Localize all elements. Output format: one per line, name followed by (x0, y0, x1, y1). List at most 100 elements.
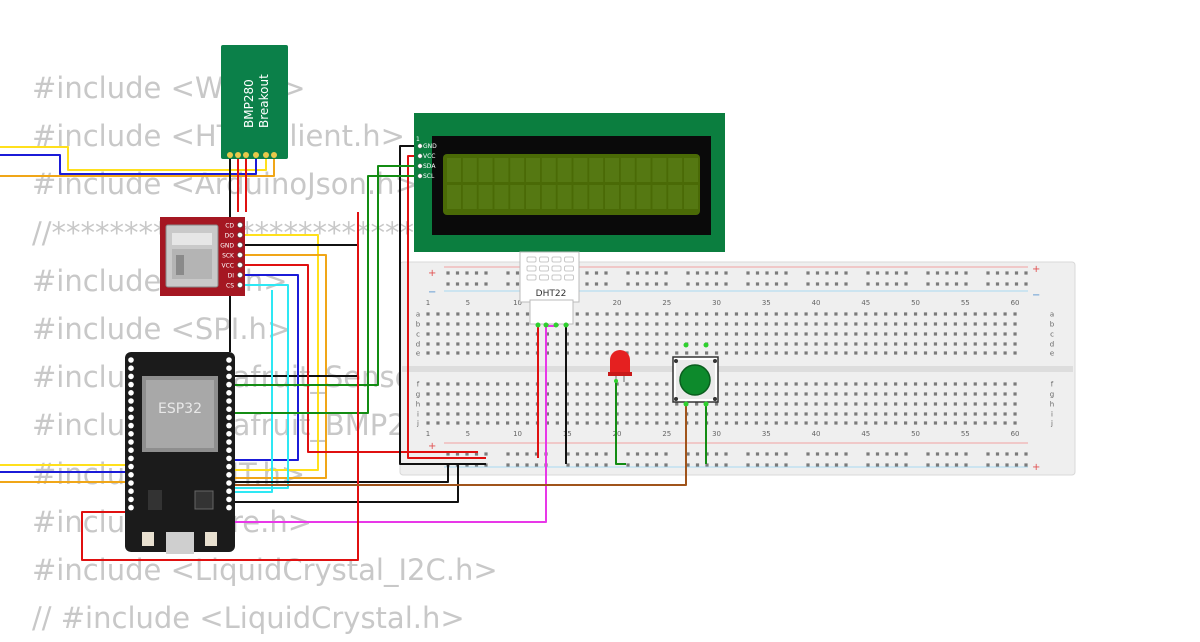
sd-pin[interactable] (237, 272, 243, 278)
lcd-pin[interactable] (417, 173, 423, 179)
breadboard-row-letter: d (1050, 341, 1054, 349)
breadboard-column-number: 45 (861, 299, 870, 307)
breadboard-column-number: 45 (861, 430, 870, 438)
esp32-pin[interactable] (128, 365, 134, 372)
breadboard-column-number: 5 (466, 299, 470, 307)
dht22-vent (539, 256, 549, 263)
lcd-pin[interactable] (417, 163, 423, 169)
wire-blue-left-top (0, 154, 257, 175)
breadboard-column-number: 60 (1011, 430, 1020, 438)
esp32-pin[interactable] (226, 463, 232, 470)
esp32-pin[interactable] (128, 406, 134, 413)
sd-pin-label: CS (226, 283, 234, 290)
plus-label-bottom-right: + (1032, 462, 1040, 473)
breadboard-column-number: 5 (466, 430, 470, 438)
dht22-vent (551, 265, 562, 272)
esp32-pin[interactable] (226, 381, 232, 388)
esp32-pins-left (128, 357, 134, 511)
esp32-pin[interactable] (128, 488, 134, 495)
esp32-pin[interactable] (226, 365, 232, 372)
breadboard-column-number: 25 (662, 430, 671, 438)
sd-pin-label: CD (225, 223, 234, 230)
breadboard-column-number: 20 (613, 299, 622, 307)
sd-pin-label: VCC (222, 263, 234, 270)
sd-pin[interactable] (237, 222, 243, 228)
esp32-pin[interactable] (128, 390, 134, 396)
lcd-cell (652, 185, 667, 209)
breadboard-column-number: 15 (563, 430, 572, 438)
esp32-pin[interactable] (226, 406, 232, 413)
esp32-pin[interactable] (226, 447, 232, 454)
wire-green-led (615, 380, 626, 465)
esp32-pin[interactable] (128, 472, 134, 478)
esp32-pin[interactable] (128, 496, 134, 503)
esp32-pin[interactable] (128, 398, 134, 404)
esp32-pin[interactable] (128, 447, 134, 454)
sd-pin[interactable] (237, 252, 243, 258)
lcd-cell (526, 158, 540, 182)
plus-label-top-right: + (1032, 264, 1040, 275)
sd-pin[interactable] (237, 242, 243, 248)
wire-black-esp-gnd-1 (232, 463, 486, 483)
plus-label-bottom-left: + (428, 441, 436, 452)
esp32-pin[interactable] (128, 455, 134, 462)
breadboard-row-letter: h (1050, 401, 1054, 409)
esp32-pin[interactable] (226, 439, 232, 445)
dht22-pins (535, 322, 569, 328)
plus-label-top-left: + (428, 268, 436, 279)
boot-button[interactable] (142, 532, 154, 546)
breadboard-column-number: 1 (426, 430, 430, 438)
breadboard-column-number: 20 (613, 430, 622, 438)
lcd-cell (447, 158, 461, 182)
wire-brown-button (232, 402, 687, 486)
sd-pin[interactable] (237, 262, 243, 268)
esp32-pin[interactable] (128, 373, 134, 380)
esp32-pin[interactable] (226, 373, 232, 380)
esp32-pin[interactable] (128, 414, 134, 421)
reset-button[interactable] (205, 532, 217, 546)
esp32-pin[interactable] (226, 504, 232, 511)
esp32-pin[interactable] (226, 357, 232, 363)
sd-pin[interactable] (237, 232, 243, 238)
esp32-pin[interactable] (128, 480, 134, 486)
esp32-pin[interactable] (226, 398, 232, 404)
wire-black-lcd-gnd (399, 145, 486, 465)
lcd-pin[interactable] (417, 143, 423, 149)
esp32-pin[interactable] (128, 381, 134, 388)
esp32-pin[interactable] (226, 422, 232, 429)
push-button[interactable] (672, 342, 719, 407)
esp32-pin[interactable] (226, 496, 232, 503)
esp32-board[interactable]: ESP32 (125, 352, 235, 554)
esp32-pin[interactable] (226, 480, 232, 486)
lcd-cell (668, 185, 683, 209)
bmp280-breakout[interactable]: BMP280 Breakout (221, 45, 288, 159)
lcd-cell (478, 185, 493, 209)
lcd-cell (589, 185, 604, 209)
esp32-pin[interactable] (226, 455, 232, 462)
esp32-pin[interactable] (128, 463, 134, 470)
esp32-pin[interactable] (128, 504, 134, 511)
esp32-pin[interactable] (128, 431, 134, 437)
dht22-sensor[interactable]: DHT22 (519, 251, 580, 328)
wire-red-esp-power (81, 212, 359, 561)
lcd-pin-label: GND (423, 143, 437, 150)
esp32-pin[interactable] (226, 390, 232, 396)
lcd-pin[interactable] (417, 153, 423, 159)
esp32-pin[interactable] (226, 488, 232, 495)
breadboard-column-number: 1 (426, 299, 430, 307)
lcd-cell (668, 158, 683, 182)
sd-pin[interactable] (237, 282, 243, 288)
esp32-pin[interactable] (128, 422, 134, 429)
red-led[interactable] (608, 350, 632, 383)
lcd-cell (636, 158, 651, 182)
esp32-pin[interactable] (226, 472, 232, 478)
esp32-pin[interactable] (226, 414, 232, 421)
lcd-cell (541, 185, 556, 209)
esp32-pin[interactable] (128, 439, 134, 445)
esp32-pin[interactable] (226, 431, 232, 437)
esp32-pin[interactable] (128, 357, 134, 363)
